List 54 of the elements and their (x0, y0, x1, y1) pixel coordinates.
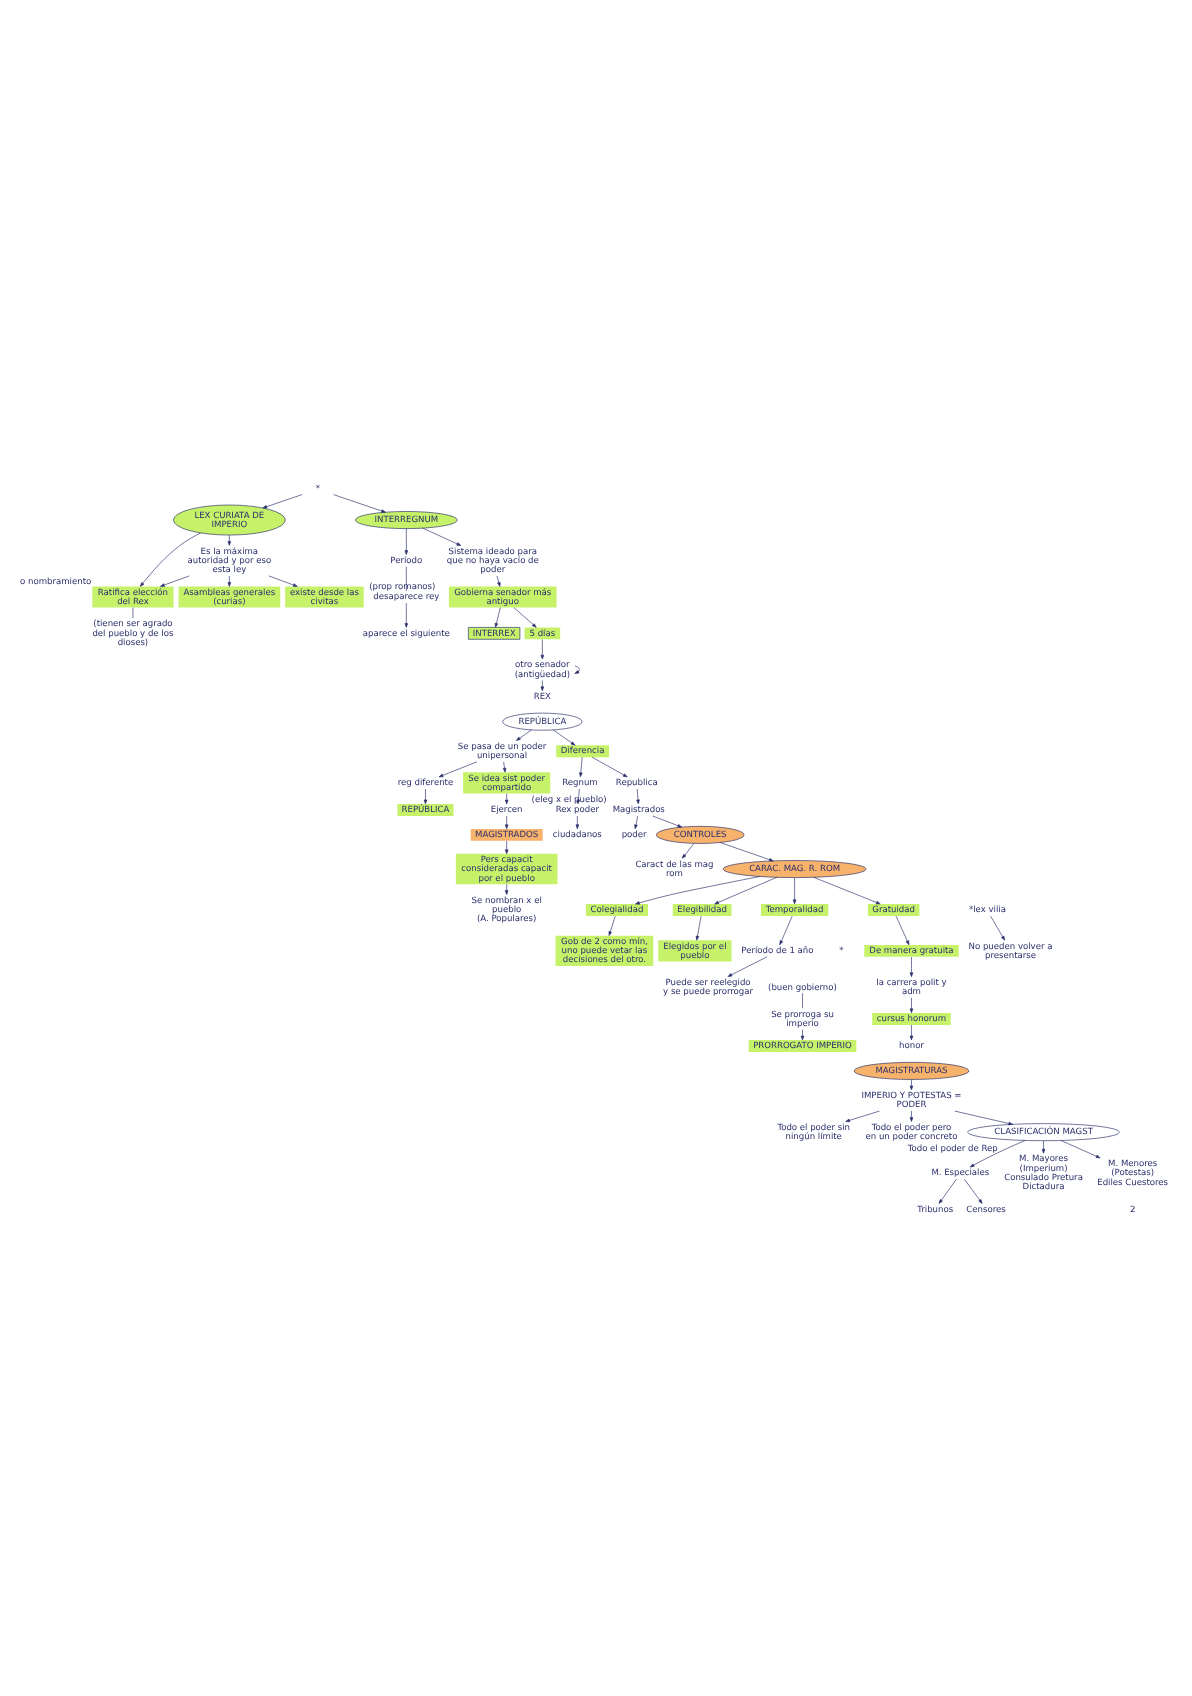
arrow (404, 527, 409, 554)
arrow (895, 914, 910, 945)
arrow (438, 760, 478, 777)
arrow (494, 606, 501, 627)
arrow (227, 574, 232, 586)
arrow (404, 601, 409, 627)
arrow (513, 606, 537, 627)
arrow (714, 875, 778, 904)
arrow (813, 875, 881, 904)
arrow (516, 728, 532, 740)
arrow (333, 493, 386, 512)
connector (802, 991, 803, 1008)
arrow (792, 876, 797, 904)
arrow (635, 875, 761, 904)
arrow (779, 914, 793, 945)
arrow (575, 814, 580, 829)
arrow (727, 955, 768, 976)
arrow (652, 814, 683, 827)
arrow (909, 996, 914, 1013)
arrow (1041, 1139, 1046, 1153)
arrow (504, 839, 509, 854)
arrow (140, 531, 201, 586)
arrow (552, 728, 576, 745)
arrow (591, 755, 628, 777)
arrow (608, 914, 616, 935)
arrow (227, 533, 232, 545)
arrow (964, 1177, 983, 1203)
arrow (496, 574, 501, 586)
arrow (423, 787, 428, 804)
arrow (540, 679, 545, 691)
arrow (1060, 1139, 1101, 1158)
arrow (160, 574, 190, 586)
arrow (845, 1109, 880, 1122)
arrow (909, 1023, 914, 1040)
arrow (504, 792, 509, 804)
arrow (574, 664, 580, 673)
arrow (695, 914, 702, 940)
arrow (502, 760, 507, 772)
arrow (969, 1139, 1026, 1167)
arrow (938, 1177, 957, 1203)
arrow (504, 882, 509, 894)
arrow (990, 914, 1005, 940)
arrow (579, 755, 583, 777)
arrow (719, 841, 774, 861)
arrow (682, 842, 695, 858)
arrow (636, 787, 640, 804)
arrow (262, 493, 303, 508)
arrow (954, 1109, 1014, 1125)
arrow (422, 526, 462, 545)
arrow (540, 638, 545, 659)
arrow (909, 955, 914, 976)
arrow (634, 814, 639, 829)
arrow (504, 814, 509, 829)
arrow (268, 574, 298, 586)
